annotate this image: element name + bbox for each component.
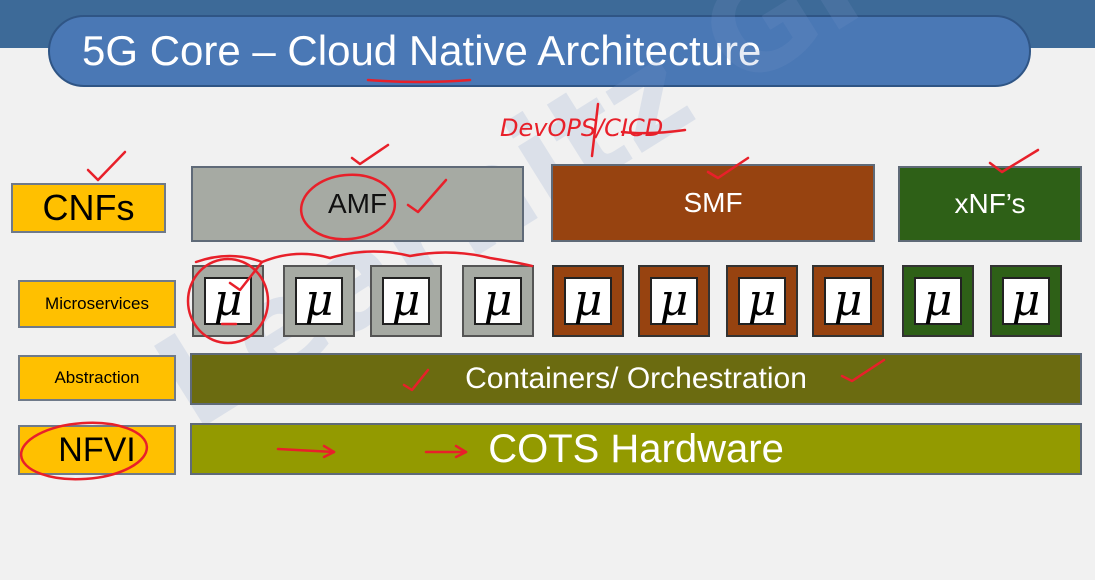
abstraction-bar: Containers/ Orchestration — [190, 353, 1082, 405]
mu-symbol: μ — [382, 277, 430, 325]
title-banner: 5G Core – Cloud Native Architecture — [48, 15, 1031, 87]
smf-box: SMF — [551, 164, 875, 242]
mu-symbol: μ — [1002, 277, 1050, 325]
microservice-amf-2: μ — [283, 265, 355, 337]
label-nfvi: NFVI — [18, 425, 176, 475]
microservice-smf-3: μ — [726, 265, 798, 337]
microservice-xnf-1: μ — [902, 265, 974, 337]
check-mark-icon — [86, 150, 127, 182]
abstraction-bar-label: Containers/ Orchestration — [465, 362, 807, 395]
amf-label: AMF — [327, 188, 388, 219]
mu-symbol: μ — [564, 277, 612, 325]
mu-symbol: μ — [738, 277, 786, 325]
xnf-label: xNF’s — [954, 188, 1026, 219]
mu-symbol: μ — [204, 277, 252, 325]
mu-symbol: μ — [824, 277, 872, 325]
check-mark-icon — [350, 143, 390, 166]
note-underline — [620, 128, 687, 135]
microservices-wave-annotation — [194, 250, 534, 268]
microservice-amf-4: μ — [462, 265, 534, 337]
amf-box: AMF — [191, 166, 524, 242]
slide-title: 5G Core – Cloud Native Architecture — [82, 27, 762, 74]
mu-symbol: μ — [474, 277, 522, 325]
microservice-smf-4: μ — [812, 265, 884, 337]
microservice-amf-3: μ — [370, 265, 442, 337]
label-abstraction: Abstraction — [18, 355, 176, 401]
mu-symbol: μ — [914, 277, 962, 325]
microservice-smf-2: μ — [638, 265, 710, 337]
xnf-box: xNF’s — [898, 166, 1082, 242]
hardware-bar-label: COTS Hardware — [488, 426, 784, 471]
smf-label: SMF — [683, 187, 743, 218]
label-cnfs: CNFs — [11, 183, 166, 233]
note-slash — [590, 102, 600, 158]
mu-symbol: μ — [650, 277, 698, 325]
hardware-bar: COTS Hardware — [190, 423, 1082, 475]
label-microservices: Microservices — [18, 280, 176, 328]
mu-symbol: μ — [295, 277, 343, 325]
microservice-smf-1: μ — [552, 265, 624, 337]
handwritten-note: DevOPS/CICD — [500, 114, 663, 142]
microservice-xnf-2: μ — [990, 265, 1062, 337]
microservice-amf-1: μ — [192, 265, 264, 337]
